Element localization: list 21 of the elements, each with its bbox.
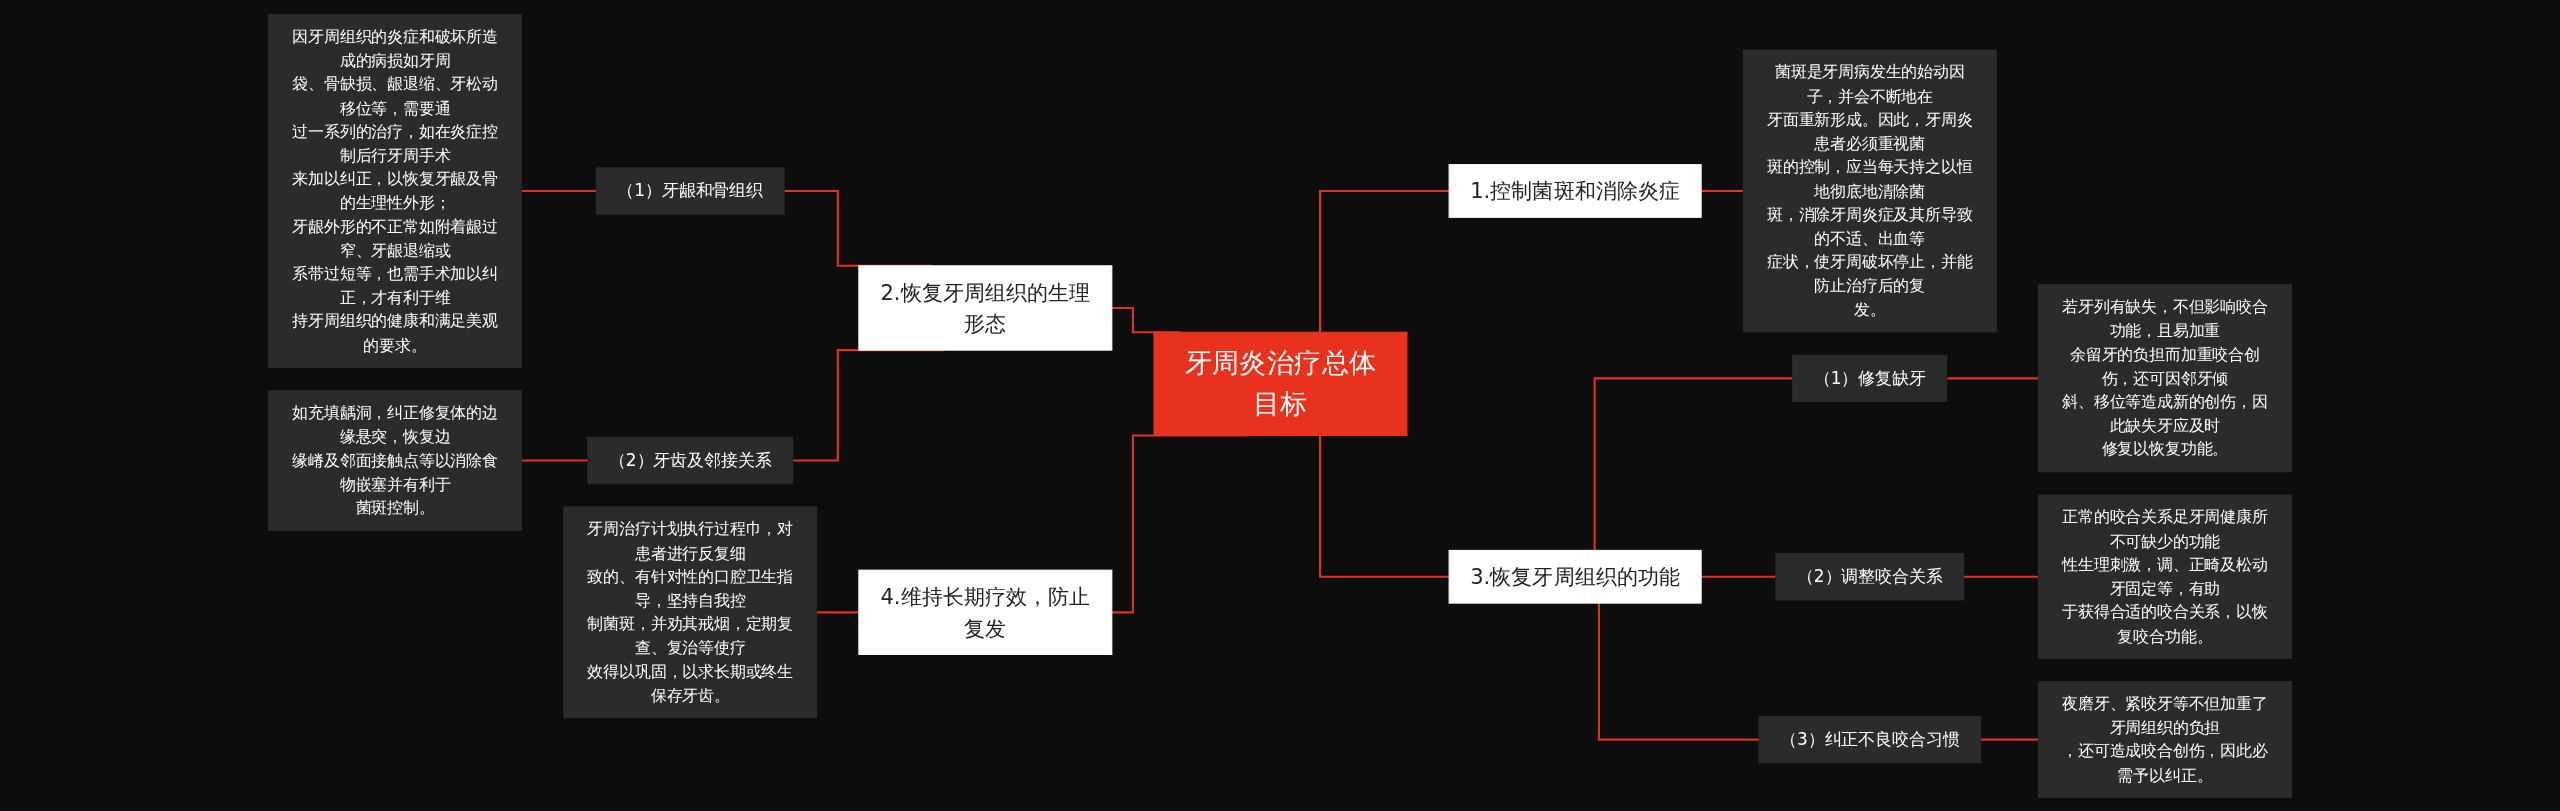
node-box: （1）牙龈和骨组织: [595, 166, 785, 215]
node-box: 正常的咬合关系足牙周健康所不可缺少的功能性生理刺激，调、正畸及松动牙固定等，有助于获得合适的咬合关系，以恢复咬合功能。: [2037, 494, 2292, 659]
connector: [1593, 376, 1793, 550]
node-box: 夜磨牙、紧咬牙等不但加重了牙周组织的负担，还可造成咬合创伤，因此必需予以纠正。: [2037, 680, 2292, 798]
node-box: 1.控制菌斑和消除炎症: [1448, 163, 1702, 218]
connector: [1597, 602, 1759, 741]
node-box: 若牙列有缺失，不但影响咬合功能，且易加重余留牙的负担而加重咬合创伤，还可因邻牙倾斜、移位等造成新的创伤，因此缺失牙应及时修复以恢复功能。: [2037, 283, 2292, 472]
node-box: 如充填龋洞，纠正修复体的边缘悬突，恢复边缘嵴及邻面接触点等以消除食物嵌塞并有利于菌斑控制。: [268, 389, 523, 531]
node-box: （2）调整咬合关系: [1775, 552, 1965, 600]
connector: [1318, 189, 1450, 332]
node-box: （3）纠正不良咬合习惯: [1758, 715, 1982, 763]
node-box: （2）牙齿及邻接关系: [587, 436, 794, 484]
node-box: 2.恢复牙周组织的生理形态: [858, 264, 1113, 351]
node-box: 菌斑是牙周病发生的始动因子，并会不断地在牙面重新形成。因此，牙周炎患者必须重视菌斑的控制，应当每天持之以恒地彻底地清除菌斑，消除牙周炎症及其所导致的不适、出血等症状，使牙周破坏停止，并能防止治疗后的复发。: [1742, 49, 1997, 332]
node-box: 牙周治疗计划执行过程巾，对患者进行反复细致的、有针对性的口腔卫生指导，坚持自我控制菌斑，并劝其戒烟，定期复查、复治等使疗效得以巩固，以求长期或终生保存牙齿。: [563, 505, 818, 718]
node-box: 因牙周组织的炎症和破坏所造成的病损如牙周袋、骨缺损、龈退缩、牙松动移位等，需要通过一系列的治疗，如在炎症控制后行牙周手术来加以纠正，以恢复牙龈及骨的生理性外形；牙龈外形的不正常如附着龈过窄、牙龈退缩或系带过短等，也需手术加以纠正，才有利于维持牙周组织的健康和满足美观的要求。: [268, 13, 523, 368]
node-box: 4.维持长期疗效，防止复发: [858, 569, 1113, 655]
node-box: 牙周炎治疗总体目标: [1153, 331, 1408, 436]
node-box: 3.恢复牙周组织的功能: [1448, 549, 1702, 604]
connector: [1318, 435, 1450, 578]
node-box: （1）修复缺牙: [1792, 354, 1948, 402]
